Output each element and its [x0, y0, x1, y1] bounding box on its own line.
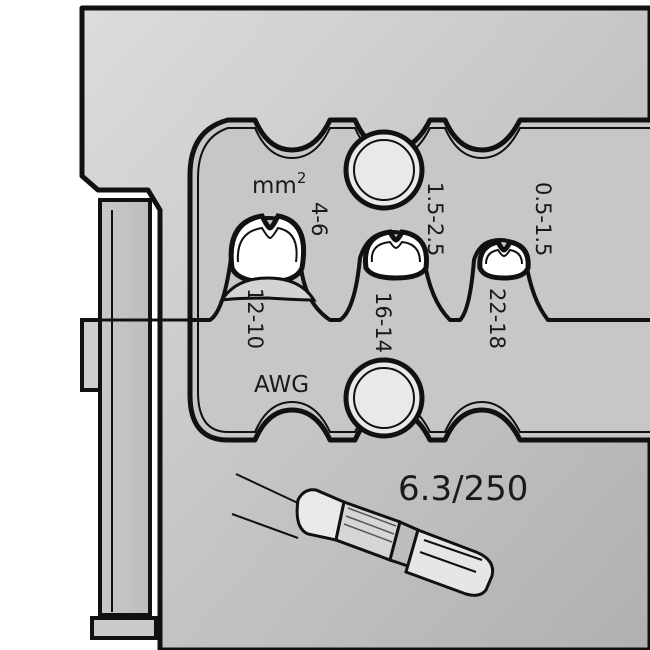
flat-receptacle-connector-icon: [231, 473, 495, 597]
connector-size-label: 6.3/250: [398, 469, 528, 509]
alignment-hole-top: [343, 129, 425, 211]
crimp-cavity-medium: [363, 229, 429, 281]
crimp-cavity-large: [218, 213, 317, 302]
crimp-cavity-small: [477, 239, 531, 281]
unit-mm-label: mm2: [252, 169, 306, 199]
guide-rail-notch: [80, 318, 102, 392]
mm-range-small: 0.5-1.5: [531, 182, 555, 256]
guide-rail-foot: [90, 616, 158, 640]
die-cavity-outline: [187, 117, 650, 443]
awg-range-small: 22-18: [485, 288, 509, 349]
awg-range-medium: 16-14: [371, 292, 395, 353]
alignment-hole-bottom: [343, 357, 425, 439]
mm-range-medium: 1.5-2.5: [423, 182, 447, 256]
left-guide-rail: [98, 198, 152, 617]
unit-awg-label: AWG: [254, 372, 309, 398]
awg-range-large: 12-10: [243, 288, 267, 349]
mm-range-large: 4-6: [307, 202, 331, 236]
